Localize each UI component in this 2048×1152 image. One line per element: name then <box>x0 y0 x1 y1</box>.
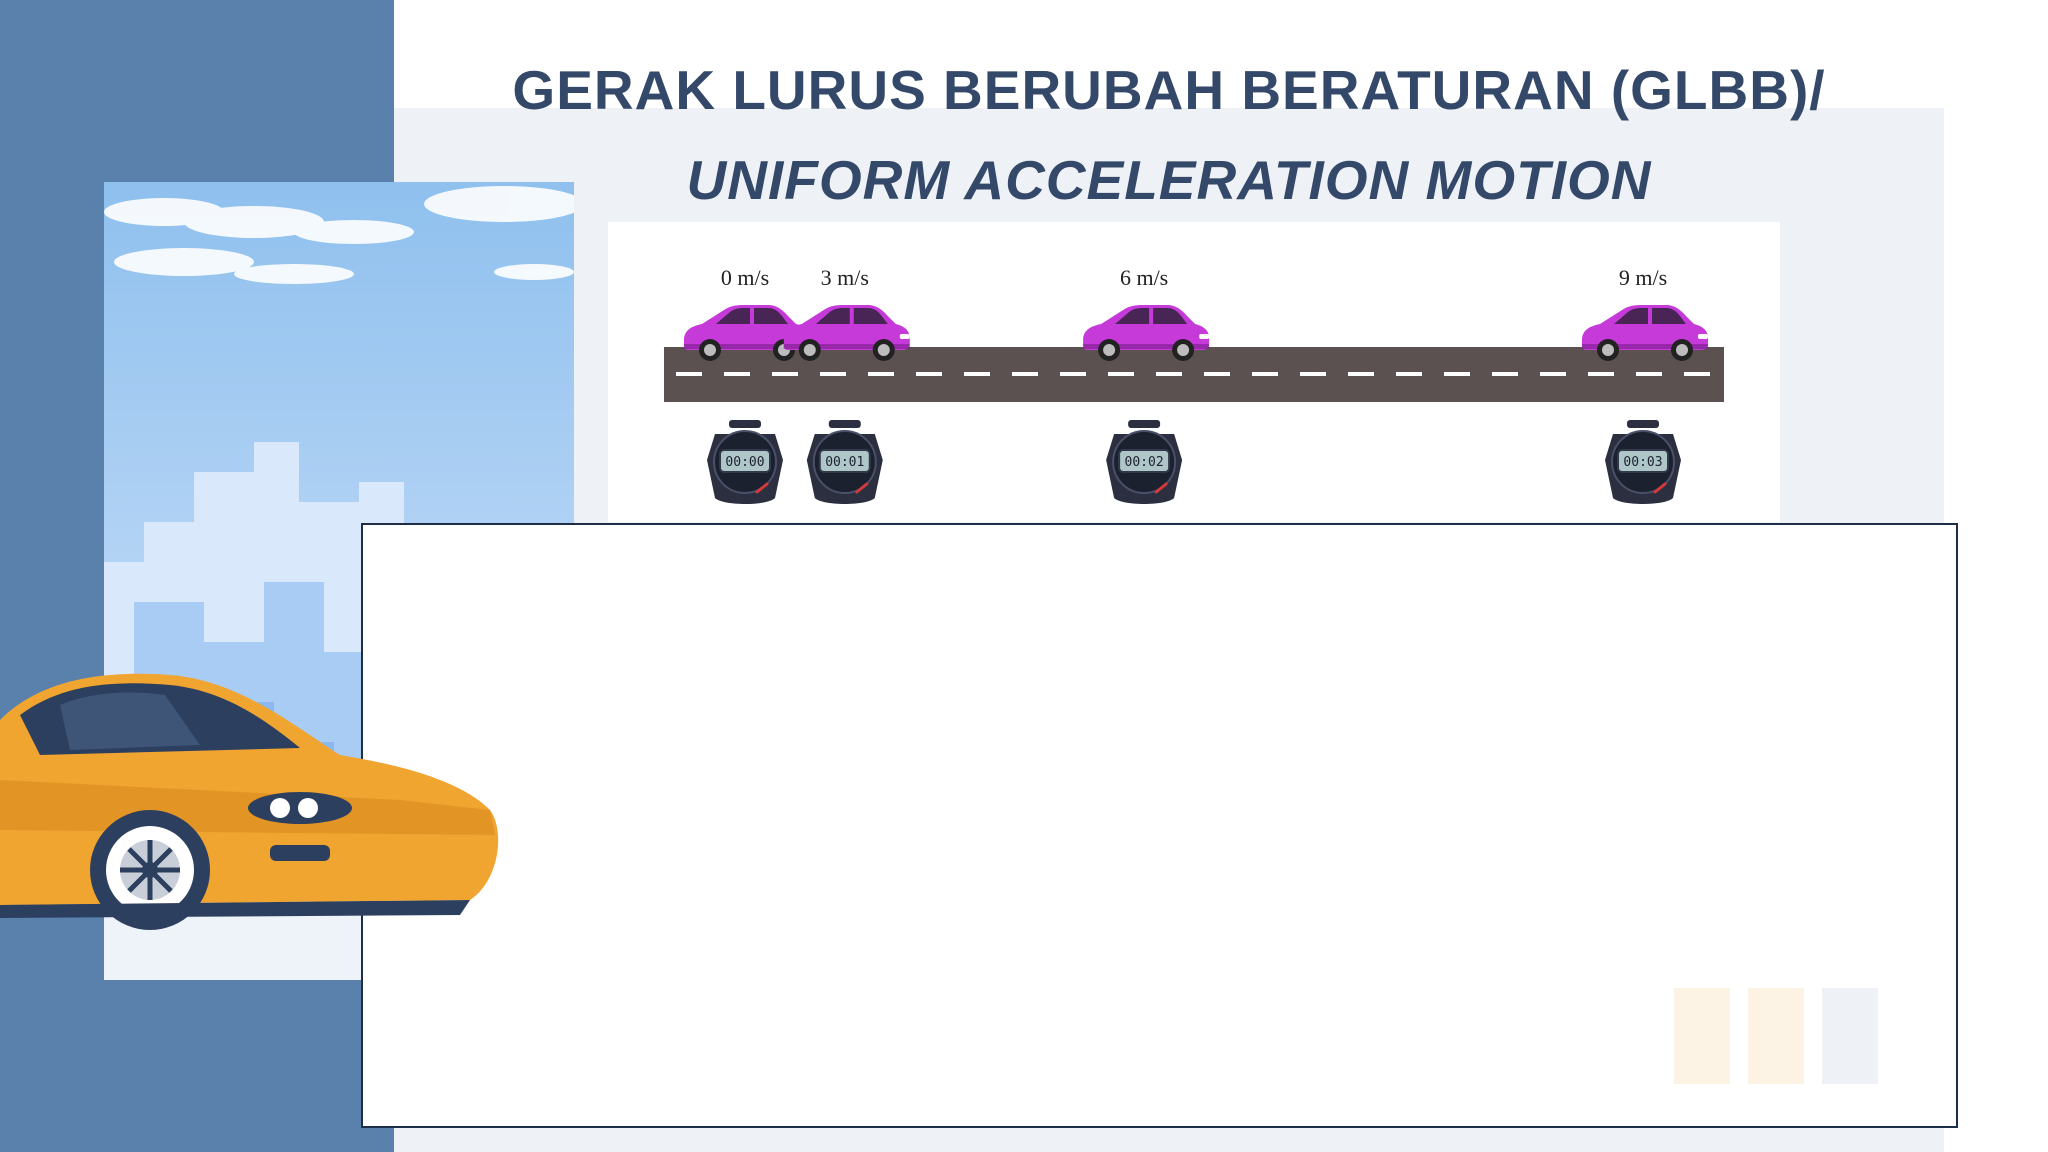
lane-dash <box>1060 372 1086 376</box>
lane-dash <box>1204 372 1230 376</box>
stopwatch-icon: 00:02 <box>1106 420 1183 504</box>
lane-dash <box>1684 372 1710 376</box>
lane-dash <box>1540 372 1566 376</box>
hatchback-car-icon <box>684 305 810 361</box>
deco-square <box>1674 988 1730 1084</box>
stopwatch-time: 00:00 <box>725 455 764 470</box>
title-line-1: GERAK LURUS BERUBAH BERATURAN (GLBB)/ <box>512 59 1826 121</box>
lane-dash <box>676 372 702 376</box>
speed-label: 3 m/s <box>821 265 869 290</box>
hatchback-car-icon <box>783 305 910 361</box>
lane-dash <box>916 372 942 376</box>
speed-label: 9 m/s <box>1619 265 1667 290</box>
checkpoint-3: 6 m/s 00:02 <box>1083 265 1210 504</box>
stopwatch-time: 00:01 <box>825 455 864 470</box>
stopwatch-icon: 00:03 <box>1605 420 1681 504</box>
lane-dash <box>964 372 990 376</box>
lane-dash <box>1108 372 1134 376</box>
lane-dash <box>1636 372 1662 376</box>
checkpoint-2: 3 m/s 00:01 <box>783 265 910 504</box>
glbb-diagram-card: 0 m/s 00:00 3 m/s 00:01 6 m/s 00:02 9 m/s 00:03 <box>608 222 1780 522</box>
lane-dash <box>868 372 894 376</box>
speed-label: 0 m/s <box>721 265 769 290</box>
lane-dash <box>772 372 798 376</box>
speed-label: 6 m/s <box>1120 265 1168 290</box>
lane-dash <box>1348 372 1374 376</box>
lane-dash <box>1156 372 1182 376</box>
road-lane-markings <box>676 372 1710 376</box>
glbb-diagram: 0 m/s 00:00 3 m/s 00:01 6 m/s 00:02 9 m/s 00:03 <box>664 265 1724 504</box>
deco-square <box>1748 988 1804 1084</box>
lane-dash <box>1252 372 1278 376</box>
checkpoint-4: 9 m/s 00:03 <box>1582 265 1708 504</box>
lane-dash <box>1588 372 1614 376</box>
lane-dash <box>1444 372 1470 376</box>
lane-dash <box>820 372 846 376</box>
hatchback-car-icon <box>1582 305 1708 361</box>
stopwatch-time: 00:02 <box>1125 455 1164 470</box>
sports-car-illustration <box>0 673 499 930</box>
slide-title: GERAK LURUS BERUBAH BERATURAN (GLBB)/ UN… <box>394 48 1944 222</box>
lane-dash <box>1396 372 1422 376</box>
checkpoints: 0 m/s 00:00 3 m/s 00:01 6 m/s 00:02 9 m/s 00:03 <box>684 265 1708 504</box>
title-line-2: UNIFORM ACCELERATION MOTION <box>686 149 1652 211</box>
stopwatch-icon: 00:01 <box>806 420 883 504</box>
lane-dash <box>1300 372 1326 376</box>
stopwatch-icon: 00:00 <box>707 420 783 504</box>
stopwatch-time: 00:03 <box>1623 455 1662 470</box>
hatchback-car-icon <box>1083 305 1210 361</box>
lane-dash <box>724 372 750 376</box>
lane-dash <box>1012 372 1038 376</box>
checkpoint-1: 0 m/s 00:00 <box>684 265 810 504</box>
deco-square <box>1822 988 1878 1084</box>
lane-dash <box>1492 372 1518 376</box>
